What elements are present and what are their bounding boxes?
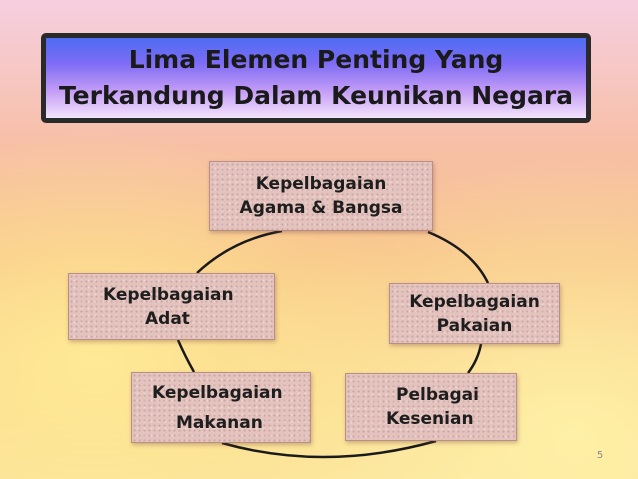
- title-line-2: Terkandung Dalam Keunikan Negara: [58, 81, 574, 110]
- node-label-line-2: Makanan: [176, 412, 263, 433]
- connector-pakaian-kesenian: [467, 343, 483, 374]
- connector-kesenian-makanan: [221, 439, 437, 459]
- connector-makanan-adat: [176, 339, 196, 373]
- node-label-line-1: Kepelbagaian: [152, 382, 283, 403]
- title-line-1: Lima Elemen Penting Yang: [128, 45, 504, 74]
- node-label-line-1: Kepelbagaian: [409, 291, 540, 312]
- node-label-line-2: Kesenian: [386, 409, 474, 429]
- node-label-line-1: Kepelbagaian: [255, 174, 387, 194]
- node-kepelbagaian-adat: Kepelbagaian Adat: [68, 273, 275, 340]
- node-kepelbagaian-agama-bangsa: Kepelbagaian Agama & Bangsa: [209, 161, 433, 231]
- node-label-line-1: Kepelbagaian: [103, 284, 234, 305]
- node-label-line-2: Agama & Bangsa: [239, 198, 403, 218]
- node-label-line-2: Pakaian: [436, 315, 513, 336]
- title-box: Lima Elemen Penting Yang Terkandung Dala…: [41, 33, 591, 123]
- node-label-line-1: Pelbagai: [396, 385, 479, 405]
- node-pelbagai-kesenian: Pelbagai Kesenian: [345, 373, 517, 441]
- connector-adat-agama: [196, 229, 283, 274]
- node-kepelbagaian-pakaian: Kepelbagaian Pakaian: [389, 283, 560, 344]
- connector-agama-pakaian: [427, 230, 490, 284]
- page-number: 5: [596, 450, 604, 461]
- node-label-line-2: Adat: [145, 308, 190, 329]
- node-kepelbagaian-makanan: Kepelbagaian Makanan: [131, 372, 311, 443]
